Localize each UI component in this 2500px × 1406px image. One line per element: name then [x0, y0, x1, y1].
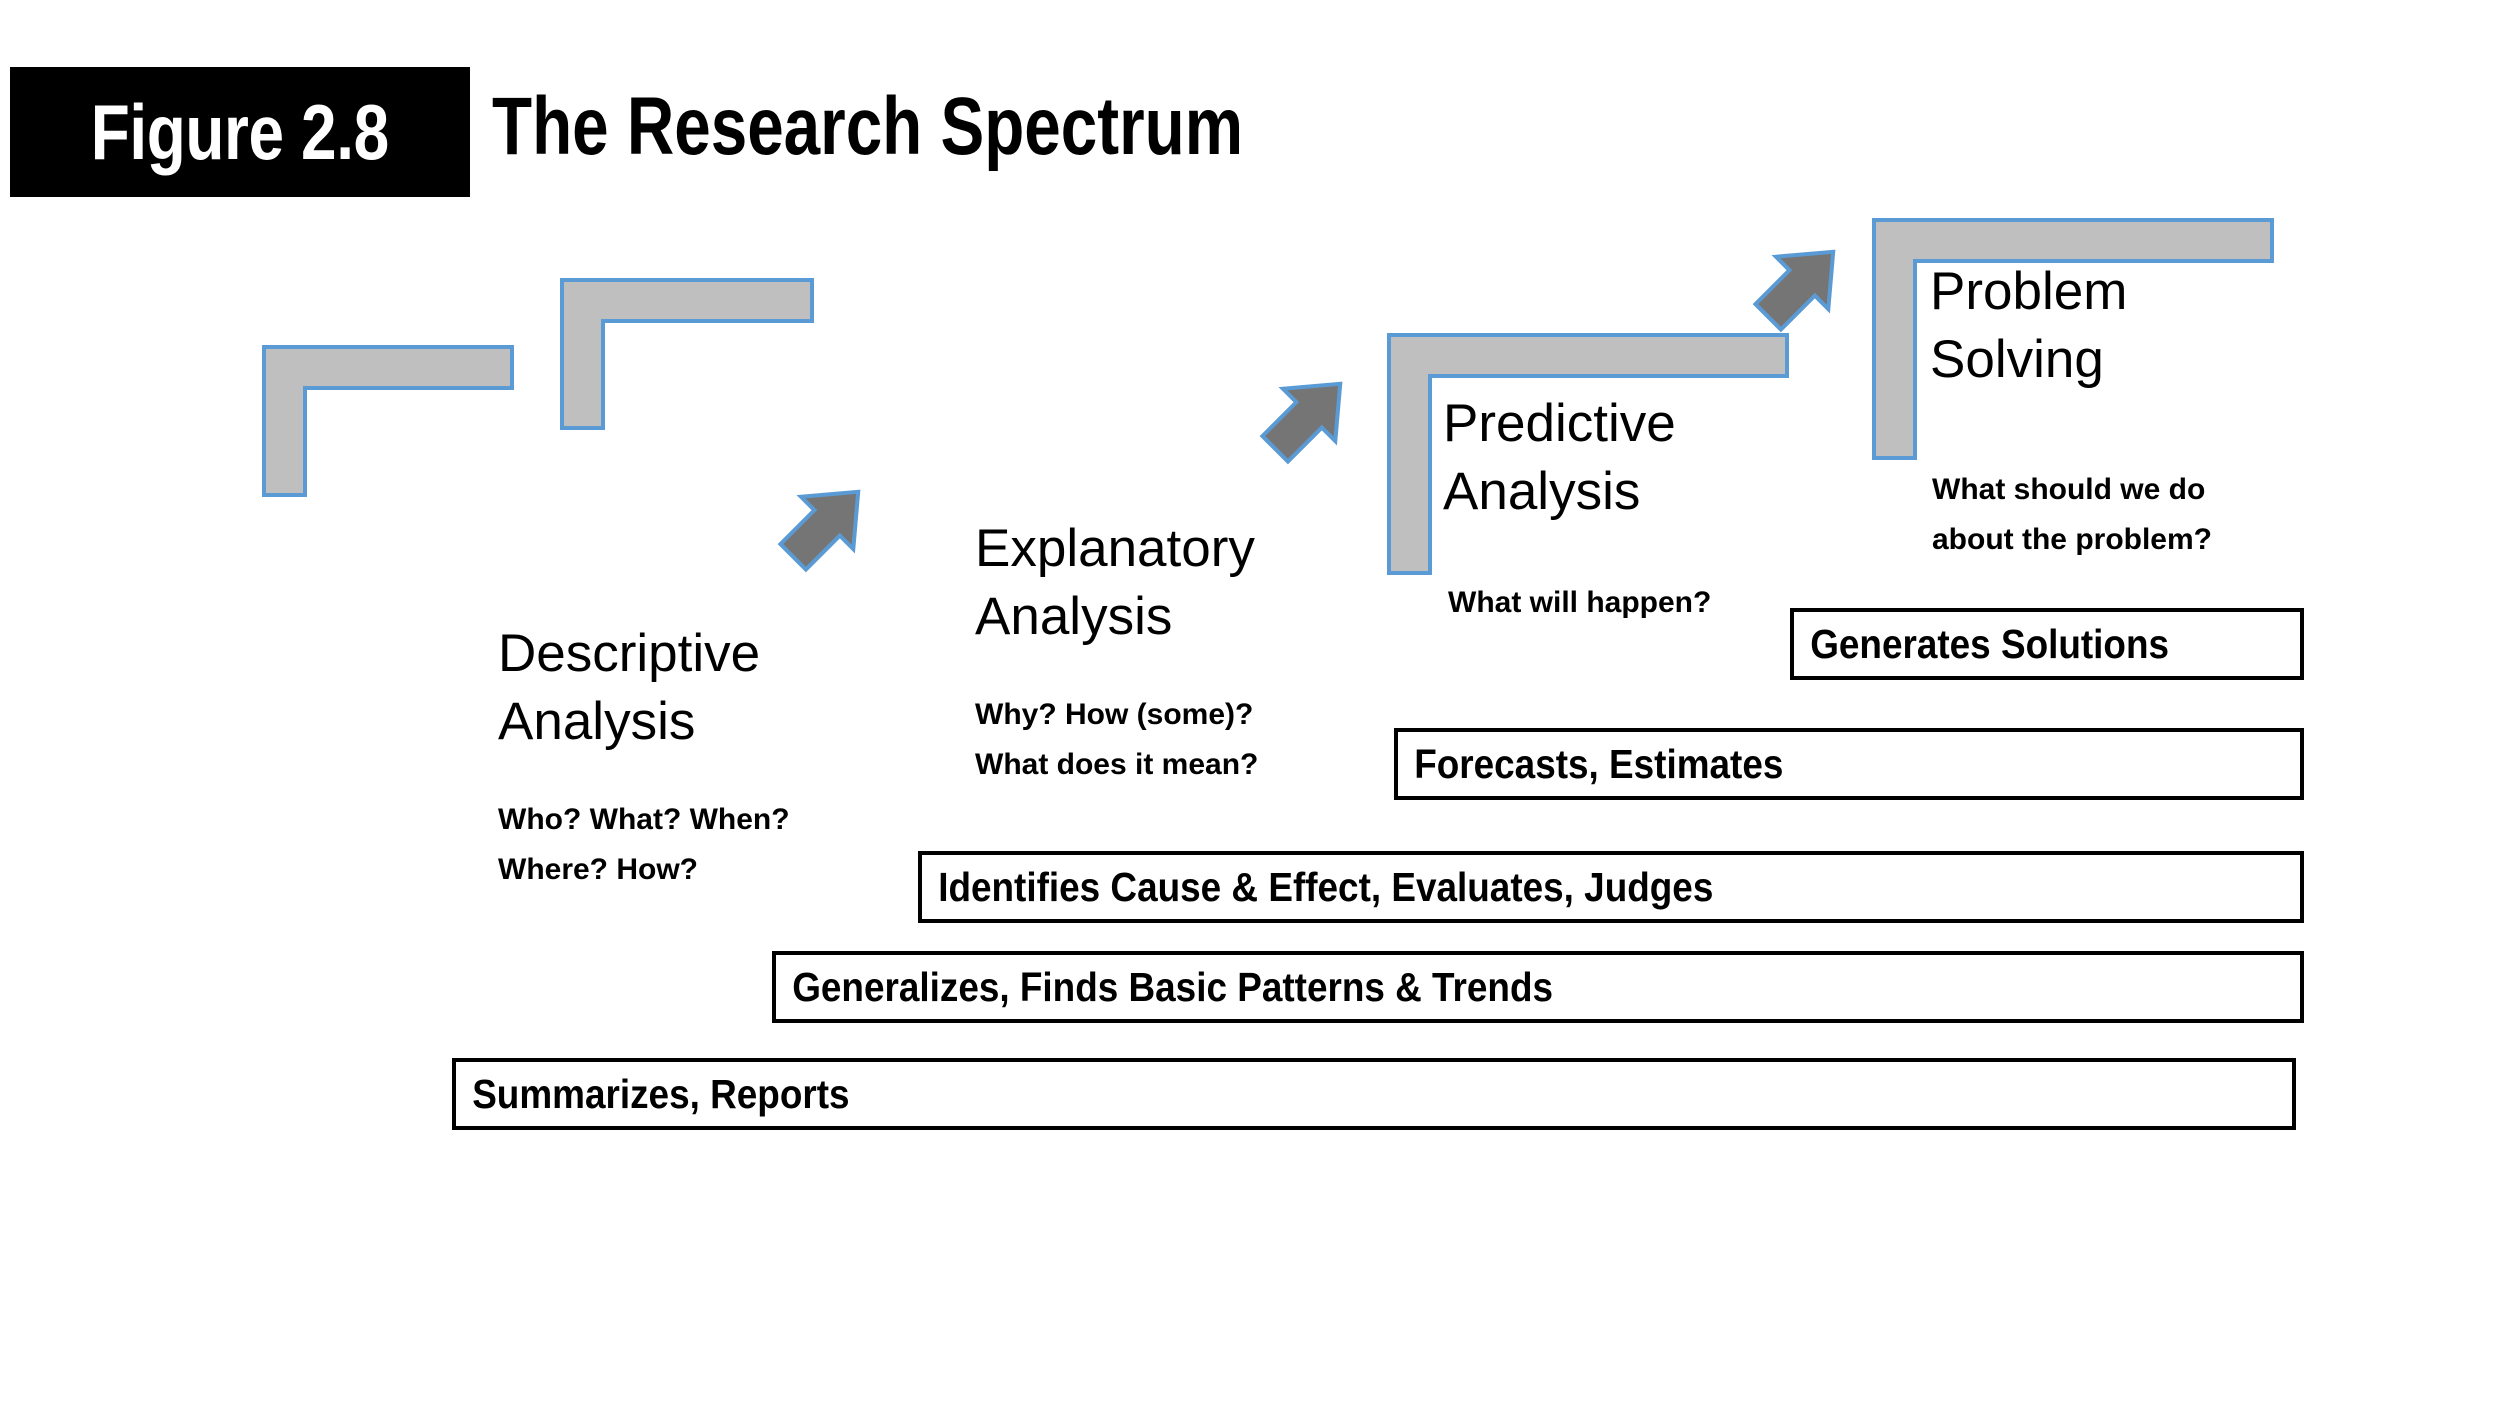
- arrow-explanatory-to-predictive-icon: [1252, 362, 1362, 472]
- step-shape-explanatory: [560, 278, 822, 438]
- outcome-bar-summarizes-reports: Summarizes, Reports: [452, 1058, 2296, 1130]
- step-title-predictive: Predictive Analysis: [1443, 394, 1676, 522]
- step-title-explanatory: Explanatory Analysis: [975, 519, 1255, 647]
- step-caption-problem-solving: What should we do about the problem?: [1932, 473, 2212, 556]
- outcome-label-generalizes-patterns-trends: Generalizes, Finds Basic Patterns & Tren…: [792, 963, 1554, 1010]
- outcome-label-summarizes-reports: Summarizes, Reports: [472, 1070, 850, 1117]
- step-shape-descriptive: [262, 345, 522, 505]
- step-title-problem-solving: Problem Solving: [1930, 262, 2128, 390]
- outcome-bar-generates-solutions: Generates Solutions: [1790, 608, 2304, 680]
- arrow-descriptive-to-explanatory-icon: [770, 470, 880, 580]
- outcome-bar-forecasts-estimates: Forecasts, Estimates: [1394, 728, 2304, 800]
- figure-number-badge: Figure 2.8: [10, 67, 470, 197]
- outcome-bar-identifies-cause-effect: Identifies Cause & Effect, Evaluates, Ju…: [918, 851, 2304, 923]
- figure-number-label: Figure 2.8: [90, 87, 390, 176]
- outcome-label-generates-solutions: Generates Solutions: [1810, 620, 2170, 667]
- page-title: The Research Spectrum: [492, 81, 1244, 172]
- arrow-predictive-to-problem-solving-icon: [1745, 230, 1855, 340]
- step-caption-explanatory: Why? How (some)? What does it mean?: [975, 698, 1259, 781]
- step-shape-problem-solving: [1872, 218, 2282, 468]
- step-title-descriptive: Descriptive Analysis: [498, 624, 761, 752]
- outcome-label-identifies-cause-effect: Identifies Cause & Effect, Evaluates, Ju…: [938, 863, 1714, 910]
- step-caption-descriptive: Who? What? When? Where? How?: [498, 803, 790, 886]
- outcome-label-forecasts-estimates: Forecasts, Estimates: [1414, 740, 1784, 787]
- outcome-bar-generalizes-patterns-trends: Generalizes, Finds Basic Patterns & Tren…: [772, 951, 2304, 1023]
- step-caption-predictive: What will happen?: [1448, 586, 1712, 619]
- step-shape-predictive: [1387, 333, 1797, 583]
